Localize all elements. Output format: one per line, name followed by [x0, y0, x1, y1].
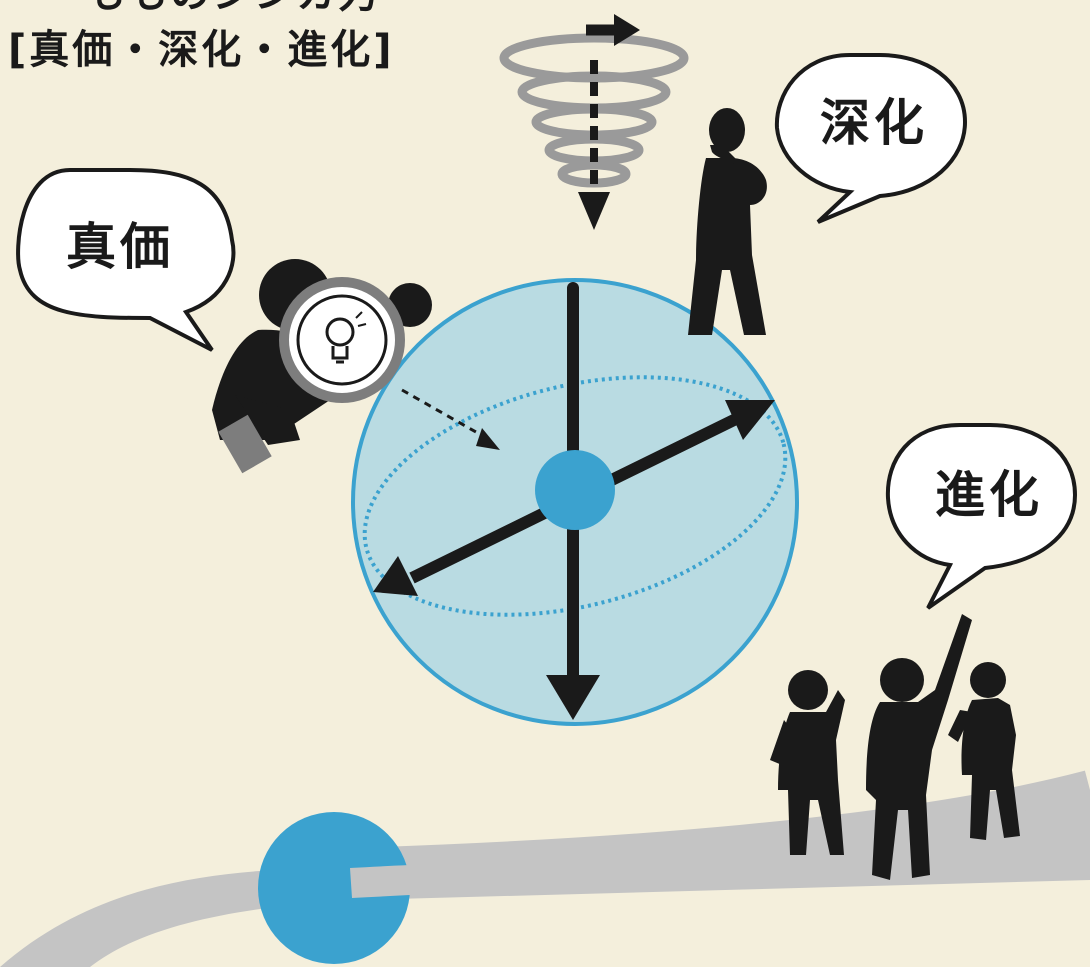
heading-line-2: [真価・深化・進化]	[8, 27, 395, 73]
bubble-label-shinka-deep: 深化	[820, 94, 928, 152]
bubble-label-shinka-value: 真価	[66, 218, 174, 276]
road-tail	[350, 800, 1090, 898]
magnifier-pointer	[401, 388, 491, 442]
arrow-down-head	[546, 675, 600, 720]
speech-bubble-shinka-deep	[774, 53, 968, 224]
cheering-group	[770, 614, 1020, 880]
origin-dot	[258, 812, 410, 964]
arrow-downleft-head	[373, 556, 418, 596]
center-dot	[535, 450, 615, 530]
spiral-arrow-head	[578, 192, 610, 230]
speech-bubble-shinka-evolve	[885, 423, 1078, 610]
magnifier-icon	[279, 277, 405, 403]
heading-line-1: ～もものシンカ力	[44, 0, 380, 14]
bubble-label-shinka-evolve: 進化	[935, 466, 1043, 524]
arrow-upright-head	[725, 400, 775, 440]
thinking-person	[688, 108, 767, 335]
speech-bubble-shinka-value	[16, 168, 236, 352]
